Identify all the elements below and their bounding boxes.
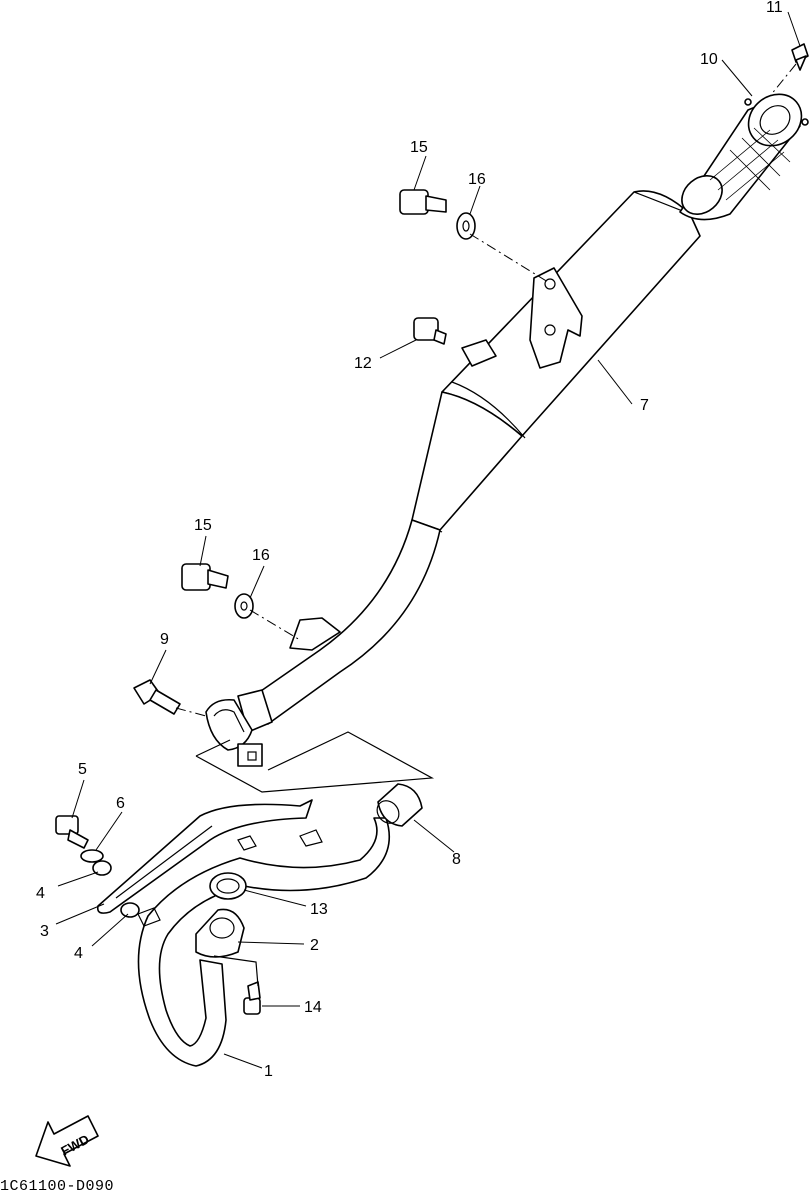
drawing-code: 1C61100-D090 [0,1178,115,1195]
damper-part-4-lower [120,902,140,918]
bolt-part-5 [55,815,89,849]
leader-lines [55,11,801,1069]
callout-3: 3 [40,923,49,940]
callout-6: 6 [116,795,125,812]
callout-4a: 4 [36,885,45,902]
assembly-lines [175,63,797,987]
muffler-assembly [205,190,701,767]
washer-part-16-front [234,593,254,619]
bolt-part-9 [133,679,181,715]
callout-13: 13 [310,901,328,918]
heat-protector-part-3 [96,799,313,914]
callout-15b: 15 [194,517,212,534]
washer-part-16-rear [456,212,476,240]
callout-15a: 15 [410,139,428,156]
callout-1: 1 [264,1063,273,1080]
gasket-part-13 [209,872,247,900]
bolt-part-14 [243,981,261,1015]
callout-8: 8 [452,851,461,868]
callout-14: 14 [304,999,322,1016]
exhaust-pipe-part-1 [137,817,390,1067]
callout-labels: 11 10 15 16 12 7 15 16 9 5 6 8 4 13 3 2 … [36,0,783,1080]
callout-7: 7 [640,397,649,414]
bolt-part-12 [413,317,447,345]
callout-11: 11 [766,0,783,16]
flange-part-2 [195,908,245,958]
callout-5: 5 [78,761,87,778]
damper-part-4-upper [92,860,112,876]
callout-16b: 16 [252,547,270,564]
callout-9: 9 [160,631,169,648]
callout-2: 2 [310,937,319,954]
forward-arrow-icon: FWD [35,1115,99,1167]
bolt-part-15-rear [399,189,447,215]
gasket-part-8 [376,783,423,827]
muffler-end-protector [679,93,809,221]
bolt-part-15-front [181,563,229,591]
washer-part-6 [80,849,104,863]
callout-12: 12 [354,355,372,372]
callout-10: 10 [700,51,718,68]
callout-4b: 4 [74,945,83,962]
callout-16a: 16 [468,171,486,188]
